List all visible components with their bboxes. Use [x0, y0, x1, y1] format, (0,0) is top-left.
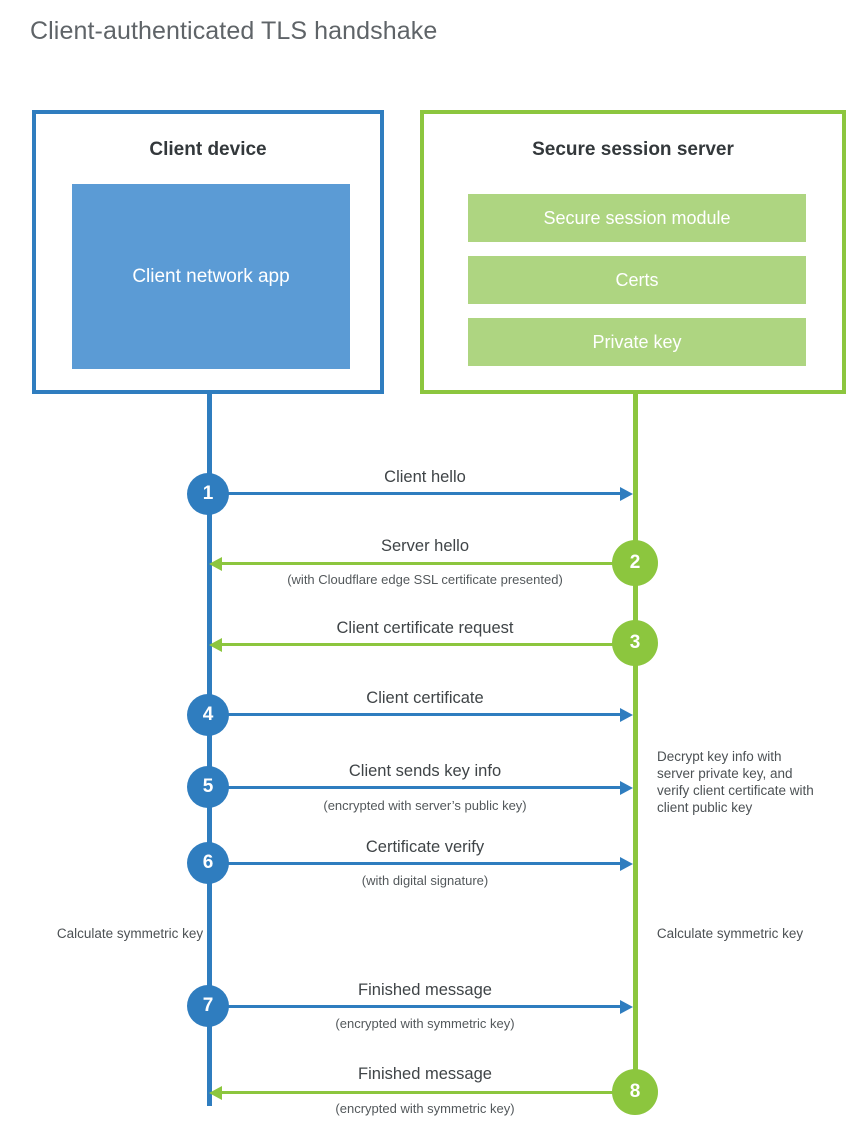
server-lifeline	[633, 393, 638, 1093]
message-arrow-7	[210, 1005, 620, 1008]
note-client-calculate-symmetric-key: Calculate symmetric key	[56, 926, 204, 941]
message-label-6: Certificate verify	[365, 838, 485, 856]
message-arrowhead-8	[209, 1086, 222, 1100]
secure-session-server-box: Secure session server Secure session mod…	[420, 110, 846, 394]
message-arrowhead-3	[209, 638, 222, 652]
message-arrowhead-1	[620, 487, 633, 501]
message-arrow-2	[222, 562, 634, 565]
message-label-1: Client hello	[384, 468, 466, 486]
client-device-title: Client device	[149, 139, 267, 160]
client-network-app-block: Client network app	[72, 184, 350, 369]
message-label-7: Finished message	[358, 981, 492, 999]
step-badge-5[interactable]: 5	[187, 766, 229, 808]
message-label-5: Client sends key info	[348, 762, 502, 780]
message-arrowhead-5	[620, 781, 633, 795]
message-sub-2: (with Cloudflare edge SSL certificate pr…	[287, 572, 563, 587]
server-component-certs: Certs	[468, 256, 806, 304]
message-arrow-5	[210, 786, 620, 789]
client-device-box: Client device Client network app	[32, 110, 384, 394]
message-label-4: Client certificate	[366, 689, 484, 707]
message-label-3: Client certificate request	[336, 619, 514, 637]
message-sub-6: (with digital signature)	[361, 873, 489, 888]
step-badge-4[interactable]: 4	[187, 694, 229, 736]
message-arrowhead-4	[620, 708, 633, 722]
client-lifeline	[207, 393, 212, 1106]
note-server-decrypt-key-info: Decrypt key info with server private key…	[657, 749, 814, 815]
message-sub-5: (encrypted with server’s public key)	[323, 798, 527, 813]
message-arrow-6	[210, 862, 620, 865]
message-sub-7: (encrypted with symmetric key)	[335, 1016, 515, 1031]
step-badge-2[interactable]: 2	[612, 540, 658, 586]
message-sub-8: (encrypted with symmetric key)	[335, 1101, 515, 1116]
server-component-private-key: Private key	[468, 318, 806, 366]
step-badge-8[interactable]: 8	[612, 1069, 658, 1115]
step-badge-7[interactable]: 7	[187, 985, 229, 1027]
message-arrow-1	[210, 492, 620, 495]
message-arrowhead-7	[620, 1000, 633, 1014]
step-badge-6[interactable]: 6	[187, 842, 229, 884]
message-arrow-3	[222, 643, 634, 646]
note-server-calculate-symmetric-key: Calculate symmetric key	[656, 926, 804, 941]
server-component-secure-session-module: Secure session module	[468, 194, 806, 242]
secure-session-server-title: Secure session server	[532, 139, 734, 160]
step-badge-1[interactable]: 1	[187, 473, 229, 515]
message-arrowhead-2	[209, 557, 222, 571]
message-label-8: Finished message	[358, 1065, 492, 1083]
message-arrowhead-6	[620, 857, 633, 871]
message-label-2: Server hello	[380, 537, 470, 555]
message-arrow-8	[222, 1091, 634, 1094]
step-badge-3[interactable]: 3	[612, 620, 658, 666]
page-title: Client-authenticated TLS handshake	[30, 17, 438, 45]
message-arrow-4	[210, 713, 620, 716]
